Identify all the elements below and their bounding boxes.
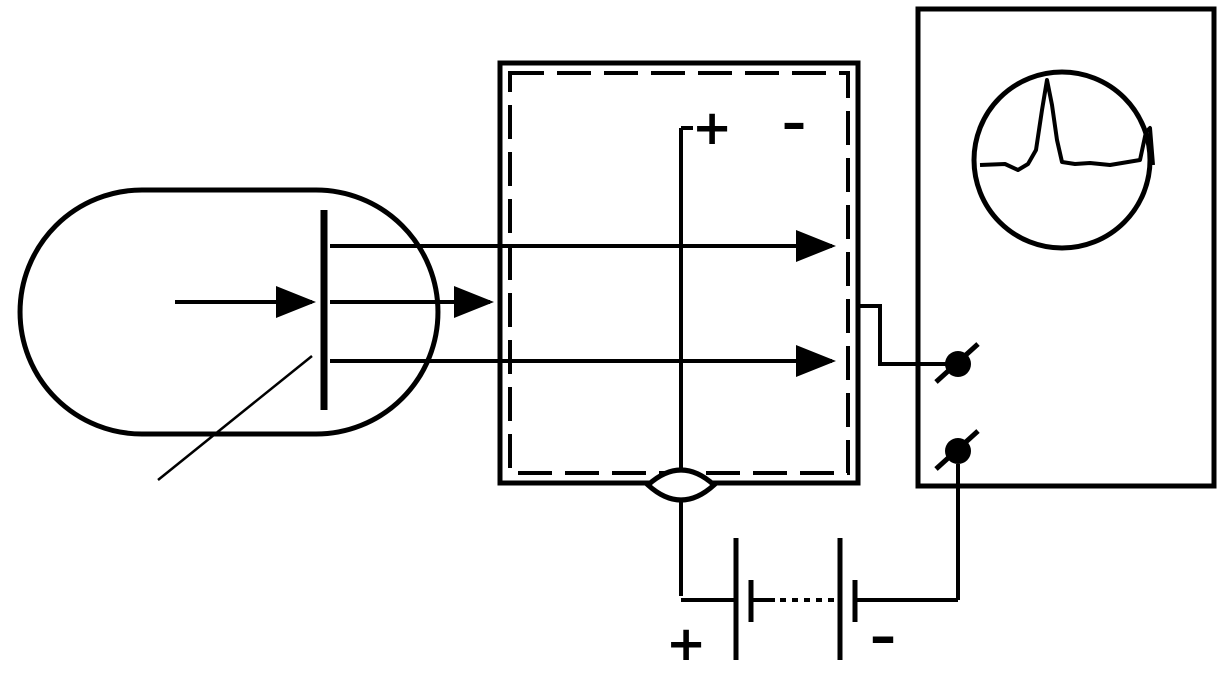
- terminal-upper: [934, 342, 980, 384]
- oscilloscope: [915, 6, 1217, 489]
- oscilloscope-trace: [979, 78, 1155, 172]
- inner-minus-sign: –: [782, 95, 806, 151]
- leader-line: [157, 355, 313, 481]
- battery-plus-sign: +: [666, 616, 706, 672]
- signal-wire: [858, 304, 955, 366]
- inner-wire: [644, 126, 718, 596]
- battery-circuit: [681, 464, 960, 660]
- inner-plus-sign: +: [692, 100, 732, 156]
- source-capsule: [17, 187, 441, 437]
- battery-minus-sign: –: [870, 607, 896, 667]
- terminal-lower: [934, 429, 980, 471]
